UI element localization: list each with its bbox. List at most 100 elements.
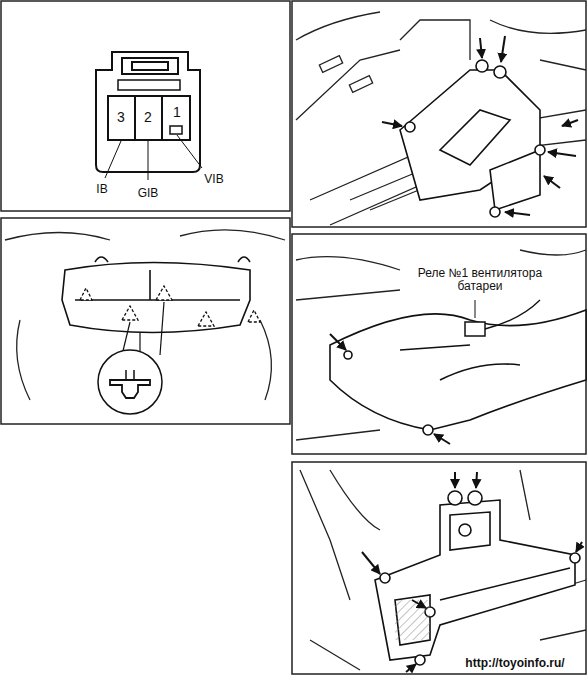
floor-drawing bbox=[296, 257, 400, 270]
floor-drawing bbox=[540, 630, 586, 640]
arrow bbox=[382, 122, 402, 126]
seat-cushion bbox=[95, 257, 108, 262]
battery-bracket bbox=[468, 491, 482, 505]
battery-cover bbox=[423, 425, 433, 435]
leader-line bbox=[105, 141, 121, 178]
clip-mark bbox=[80, 288, 92, 300]
arrow bbox=[362, 552, 380, 574]
signal-name: IB bbox=[96, 183, 107, 196]
battery-bracket bbox=[415, 655, 425, 665]
floor-drawing bbox=[310, 640, 360, 670]
battery-fan-relay bbox=[465, 300, 540, 336]
battery-cover bbox=[344, 351, 352, 359]
battery-bracket bbox=[459, 524, 471, 536]
clip-mark bbox=[198, 312, 214, 326]
connector-drawing bbox=[122, 58, 178, 74]
floor-drawing bbox=[520, 470, 530, 520]
connector-drawing bbox=[134, 96, 136, 140]
floor-drawing bbox=[300, 470, 586, 670]
watermark: http://toyoinfo.ru/ bbox=[465, 657, 564, 670]
battery-bracket bbox=[405, 122, 415, 132]
arrow bbox=[544, 176, 560, 188]
clip-mark bbox=[156, 286, 172, 300]
floor-drawing bbox=[520, 250, 586, 255]
battery-bracket bbox=[570, 553, 580, 563]
battery-bracket bbox=[440, 110, 510, 165]
floor-drawing bbox=[296, 430, 380, 440]
part-name: Реле №1 вентилятора батареи bbox=[413, 267, 548, 293]
panel-frame bbox=[292, 462, 586, 674]
battery-bracket bbox=[535, 145, 545, 155]
arrow bbox=[576, 542, 582, 552]
signal-name: GIB bbox=[138, 187, 159, 200]
battery-bracket bbox=[375, 500, 575, 660]
seat-drawing bbox=[180, 230, 285, 240]
signal-name: VIB bbox=[204, 173, 223, 186]
clip-mark bbox=[80, 286, 260, 326]
leader-line bbox=[148, 141, 149, 180]
battery-fan-relay bbox=[465, 322, 485, 336]
battery-cover bbox=[330, 310, 586, 430]
pin-number: 3 bbox=[117, 110, 125, 125]
floor-drawing bbox=[296, 250, 586, 440]
battery-bracket bbox=[395, 595, 430, 645]
battery-bracket bbox=[400, 60, 545, 217]
floor-drawing bbox=[296, 50, 400, 120]
floor-drawing bbox=[296, 12, 380, 40]
clip-mark bbox=[122, 306, 138, 320]
panel-frame bbox=[292, 234, 586, 454]
clip-detail bbox=[133, 370, 135, 380]
connector-drawing bbox=[161, 96, 163, 140]
arrow bbox=[476, 472, 477, 488]
battery-fan-relay bbox=[475, 300, 476, 318]
leader-line bbox=[160, 302, 164, 355]
battery-bracket bbox=[440, 568, 570, 600]
floor-drawing bbox=[349, 76, 372, 93]
pin-number: 2 bbox=[144, 110, 152, 125]
battery-bracket bbox=[375, 491, 580, 665]
panel-frame bbox=[1, 1, 290, 211]
seat-drawing bbox=[17, 320, 30, 400]
arrow bbox=[330, 334, 346, 350]
connector-drawing bbox=[132, 62, 168, 70]
panel-frame bbox=[1, 218, 290, 424]
floor-drawing bbox=[400, 20, 470, 60]
seat-cushion bbox=[149, 270, 151, 300]
arrow bbox=[505, 212, 530, 215]
arrow bbox=[454, 472, 456, 488]
connector-drawing bbox=[118, 80, 180, 90]
battery-bracket bbox=[490, 207, 500, 217]
battery-fan-relay bbox=[485, 300, 540, 329]
battery-bracket bbox=[380, 573, 390, 583]
battery-bracket bbox=[494, 66, 506, 78]
battery-cover bbox=[330, 310, 586, 435]
connector-drawing bbox=[108, 96, 190, 140]
clip-detail bbox=[125, 370, 127, 380]
arrow bbox=[562, 120, 578, 126]
battery-bracket bbox=[490, 150, 540, 210]
arrow bbox=[434, 434, 450, 444]
arrow bbox=[412, 600, 426, 608]
panel-frame bbox=[292, 1, 586, 227]
arrow bbox=[382, 36, 578, 215]
battery-bracket bbox=[448, 491, 462, 505]
floor-drawing bbox=[296, 290, 400, 300]
hatching bbox=[395, 600, 430, 640]
battery-bracket bbox=[450, 512, 490, 550]
floor-drawing bbox=[540, 60, 586, 70]
pin-number: 1 bbox=[173, 105, 181, 120]
leader-line bbox=[177, 135, 202, 168]
floor-drawing bbox=[296, 12, 586, 225]
battery-bracket bbox=[476, 60, 488, 72]
arrow bbox=[480, 38, 482, 58]
floor-drawing bbox=[490, 20, 586, 33]
seat-cushion bbox=[62, 263, 250, 333]
arrow bbox=[548, 152, 576, 156]
seat-cushion bbox=[238, 257, 250, 262]
clip-detail bbox=[110, 380, 150, 398]
battery-cover bbox=[440, 364, 520, 380]
arrow bbox=[406, 664, 416, 672]
clip-mark bbox=[248, 310, 260, 322]
clip-detail bbox=[98, 350, 162, 414]
